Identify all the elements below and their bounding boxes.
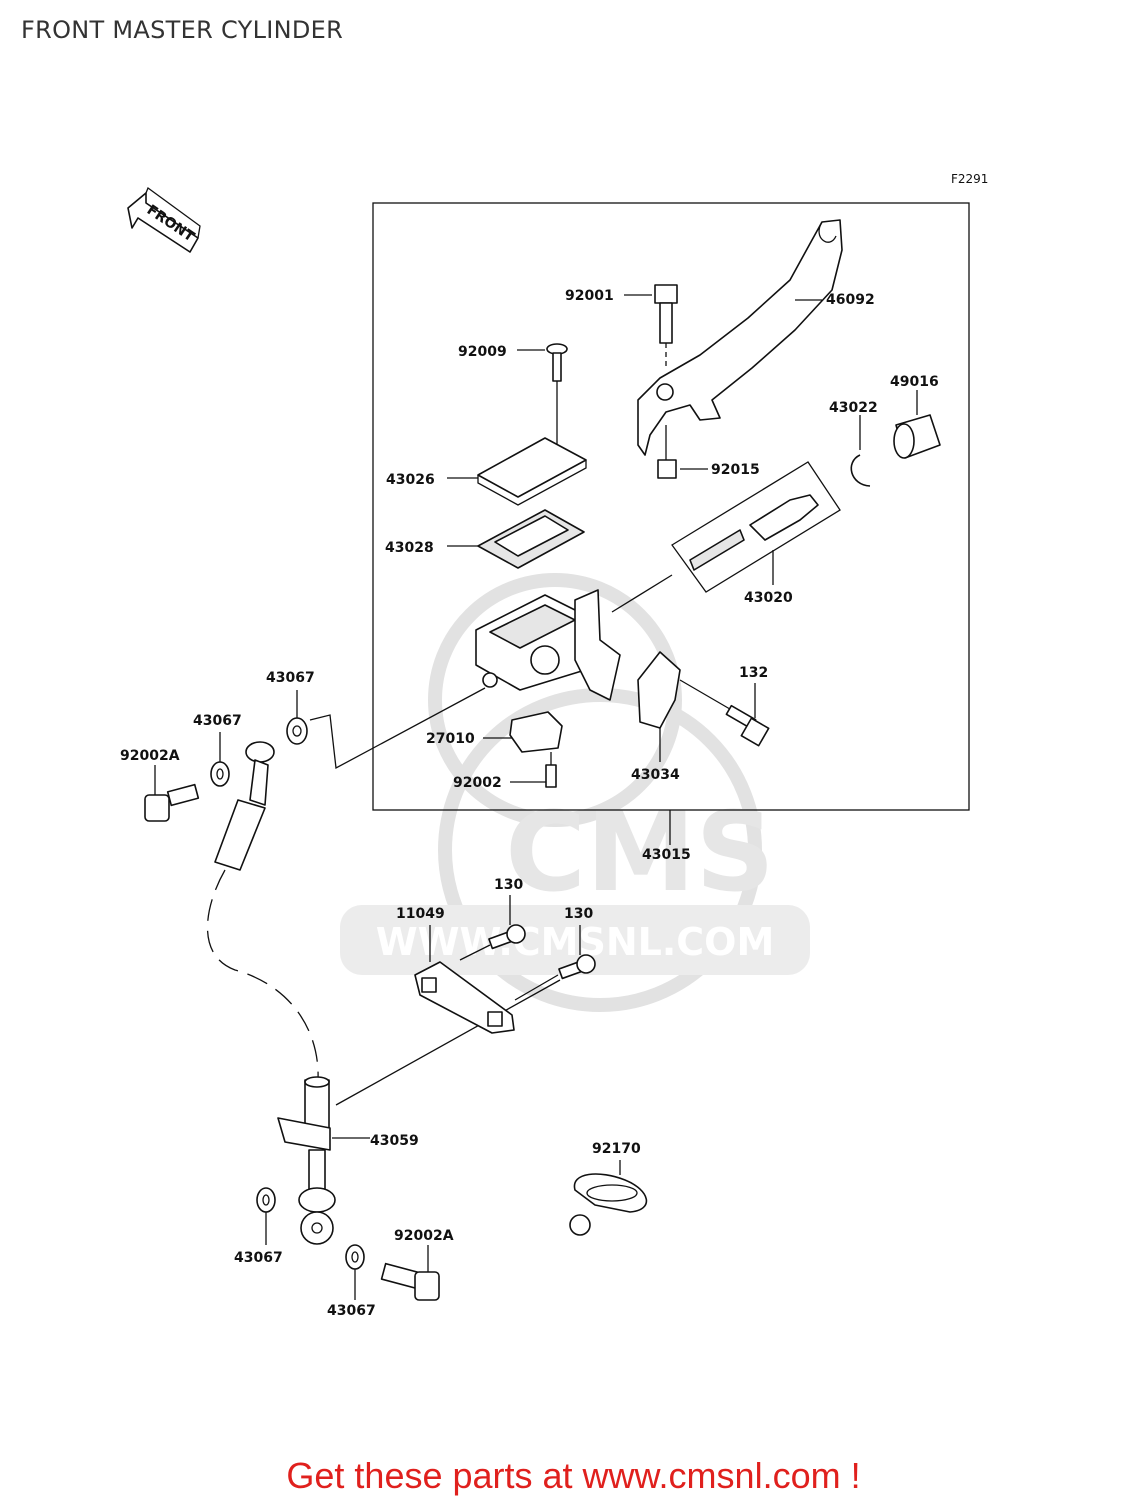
label-132: 132 [739,665,768,681]
label-92001: 92001 [565,288,614,304]
figure-reference: F2291 [951,172,989,186]
dust-boot-part [893,390,941,459]
label-43022: 43022 [829,400,878,416]
lever-nut-part [657,425,708,479]
page-title: FRONT MASTER CYLINDER [21,16,344,44]
front-direction-arrow: FRONT [127,186,201,253]
watermark-logo: CMS [505,788,774,916]
label-92002: 92002 [453,775,502,791]
part-labels: 92001 46092 92009 49016 43022 43026 9201… [120,288,939,1319]
circlip-part [850,415,871,487]
label-49016: 49016 [890,374,939,390]
diaphragm-part [447,509,585,569]
label-43020: 43020 [744,590,793,606]
label-43067-b: 43067 [193,713,242,729]
label-92170: 92170 [592,1141,641,1157]
clamp-bolt-part [679,679,770,747]
brake-hose-part [206,741,319,1081]
brake-switch-part [483,711,563,753]
label-43067-a: 43067 [266,670,315,686]
cap-screw-part [517,343,568,455]
label-43067-d: 43067 [327,1303,376,1319]
hose-bracket-part [414,925,515,1034]
label-43028: 43028 [385,540,434,556]
footer-link-text[interactable]: Get these parts at www.cmsnl.com ! [286,1455,861,1496]
upper-washers-part [210,687,486,787]
label-92002A-b: 92002A [394,1228,454,1244]
label-92009: 92009 [458,344,507,360]
label-11049: 11049 [396,906,445,922]
pivot-bolt-part [654,284,678,370]
switch-screw-part [510,752,557,788]
label-43026: 43026 [386,472,435,488]
lower-hose-fitting-part [277,979,561,1245]
label-43067-c: 43067 [234,1250,283,1266]
watermark-url: WWW.CMSNL.COM [376,920,775,964]
piston-kit-part [611,461,841,613]
assembly-box-43015 [372,202,970,811]
upper-banjo-bolt-part [144,765,200,822]
bracket-bolts-part [459,895,596,1001]
master-cylinder-body-part [475,589,621,701]
reservoir-cap-part [447,437,587,506]
label-92002A-a: 92002A [120,748,180,764]
lower-banjo-bolt-part [380,1245,440,1301]
hose-guide-part [569,1160,648,1236]
label-43034: 43034 [631,767,680,783]
label-27010: 27010 [426,731,475,747]
holder-clamp-part [637,651,681,762]
label-46092: 46092 [826,292,875,308]
label-43059: 43059 [370,1133,419,1149]
label-92015: 92015 [711,462,760,478]
label-130-a: 130 [494,877,523,893]
watermark-banner [340,905,810,975]
brake-lever-part [637,219,843,456]
label-43015: 43015 [642,847,691,863]
lower-washers-part [256,1187,365,1300]
label-130-b: 130 [564,906,593,922]
